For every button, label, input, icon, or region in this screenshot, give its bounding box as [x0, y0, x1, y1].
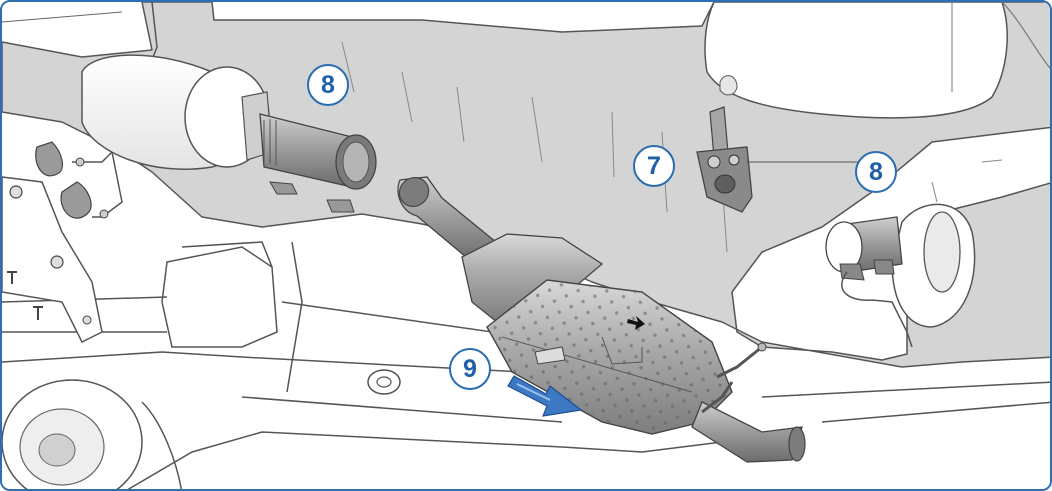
callout-7-hanger: 7 [633, 145, 675, 187]
axle-top [181, 241, 273, 268]
clamp-sleeve-right [825, 216, 913, 348]
rear-axle-housing [161, 246, 278, 348]
direction-arrow-icon [627, 316, 645, 330]
callout-9-converter: 9 [449, 348, 491, 390]
callout-8-left-clamp: 8 [307, 64, 349, 106]
tank-edge [1001, 2, 1050, 69]
catalytic-converter [397, 176, 806, 463]
exhaust-hanger-bracket [696, 75, 862, 213]
left-rubber-hangers [35, 141, 123, 219]
rear-wheel [2, 379, 183, 489]
callout-8-right-clamp: 8 [855, 151, 897, 193]
floor-plug [367, 369, 401, 395]
body-line [2, 11, 123, 23]
left-mount-bracket [2, 176, 103, 344]
flow-arrow-icon [507, 375, 583, 417]
right-tailpipe-end [891, 203, 976, 328]
fuel-tank [704, 2, 1008, 119]
rear-muffler [81, 54, 273, 170]
clamp-sleeve-left [259, 113, 377, 213]
